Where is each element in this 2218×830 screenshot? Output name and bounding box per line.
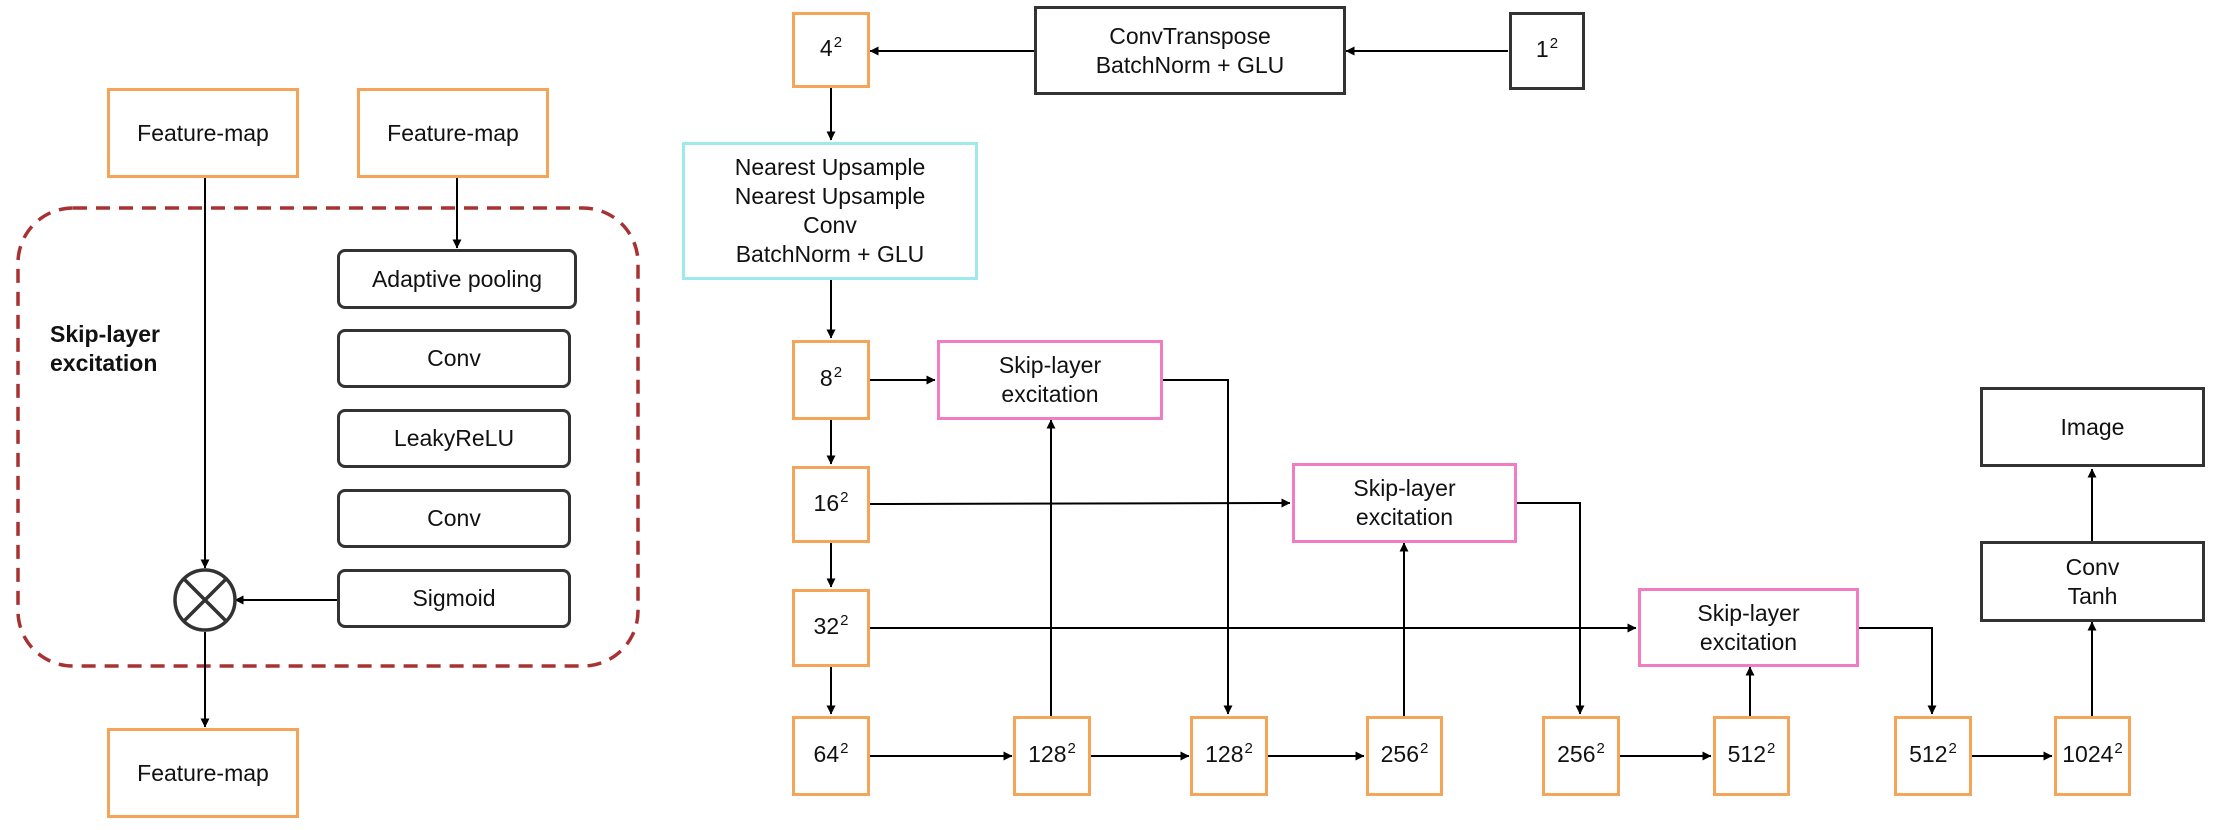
res-8: 82 bbox=[792, 340, 870, 420]
res-512-b: 5122 bbox=[1894, 716, 1972, 796]
arrow-sle3-to-512b bbox=[1859, 627, 1937, 715]
arrow-sle1-to-128b bbox=[1163, 379, 1233, 715]
step-conv-1: Conv bbox=[337, 329, 571, 388]
step-sigmoid: Sigmoid bbox=[337, 569, 571, 628]
step-leakyrelu: LeakyReLU bbox=[337, 409, 571, 468]
feature-map-output: Feature-map bbox=[107, 728, 299, 818]
arrows bbox=[200, 46, 2097, 761]
res-128-b: 1282 bbox=[1190, 716, 1268, 796]
res-1024: 10242 bbox=[2054, 716, 2131, 796]
arrow-16-to-sle2 bbox=[869, 498, 1291, 508]
sle-block-3: Skip-layer excitation bbox=[1638, 588, 1859, 667]
res-256-b: 2562 bbox=[1542, 716, 1620, 796]
res-32: 322 bbox=[792, 589, 870, 667]
multiply-node bbox=[173, 568, 237, 632]
arrow-sle2-to-256b bbox=[1517, 502, 1585, 715]
step-conv-2: Conv bbox=[337, 489, 571, 548]
step-adaptive-pooling: Adaptive pooling bbox=[337, 249, 577, 309]
upsample-block: Nearest Upsample Nearest Upsample Conv B… bbox=[682, 142, 978, 280]
feature-map-input-2: Feature-map bbox=[357, 88, 549, 178]
initial-block: ConvTranspose BatchNorm + GLU bbox=[1034, 6, 1346, 95]
sle-block-2: Skip-layer excitation bbox=[1292, 463, 1517, 543]
sle-block-1: Skip-layer excitation bbox=[937, 340, 1163, 420]
res-128-a: 1282 bbox=[1013, 716, 1091, 796]
sle-group-label: Skip-layer excitation bbox=[50, 321, 160, 376]
feature-map-input-1: Feature-map bbox=[107, 88, 299, 178]
output-block: Conv Tanh bbox=[1980, 541, 2205, 622]
res-512-a: 5122 bbox=[1713, 716, 1790, 796]
res-16: 162 bbox=[792, 466, 870, 543]
output-image: Image bbox=[1980, 387, 2205, 467]
res-64: 642 bbox=[792, 716, 870, 796]
res-256-a: 2562 bbox=[1366, 716, 1443, 796]
res-4: 42 bbox=[792, 12, 870, 88]
sle-group-outline bbox=[16, 206, 640, 668]
input-1x1: 12 bbox=[1509, 12, 1585, 90]
